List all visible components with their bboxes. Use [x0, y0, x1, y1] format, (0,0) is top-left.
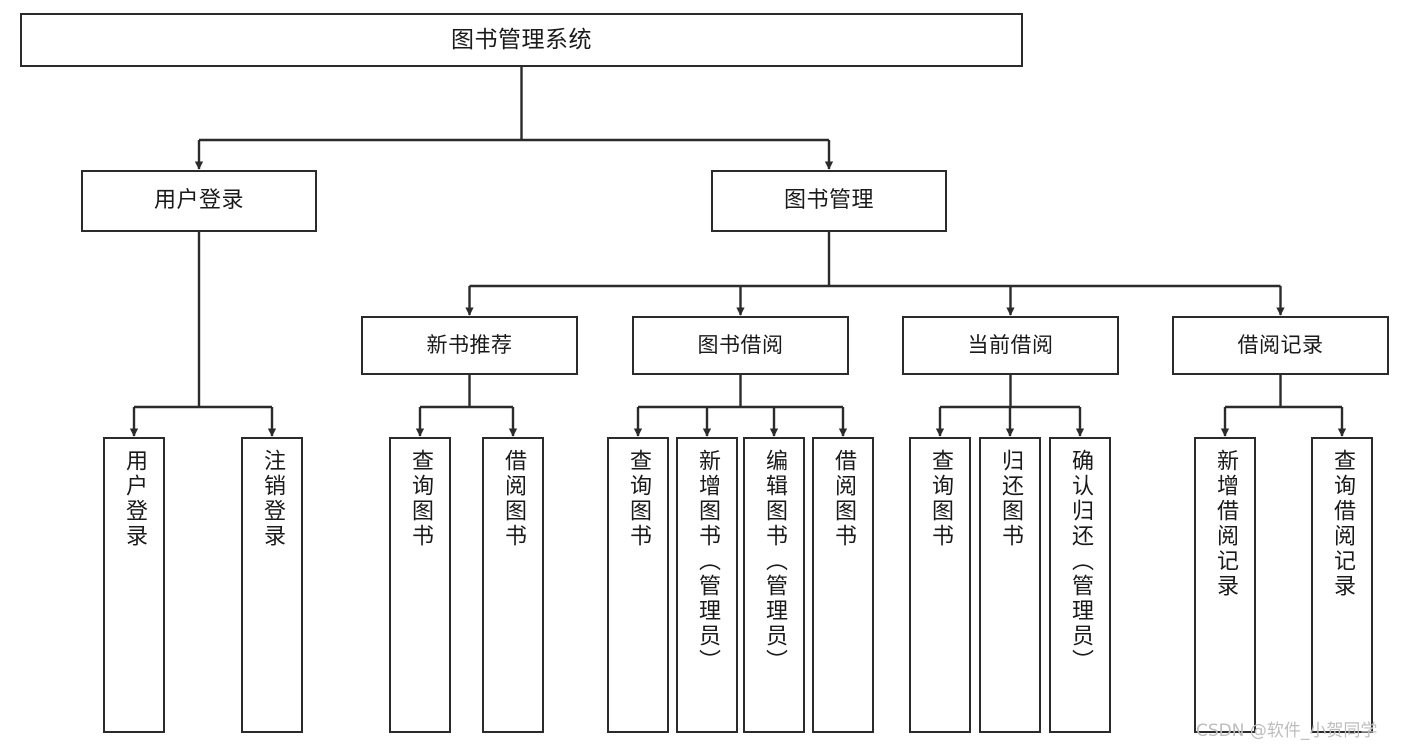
- node-label: 当前借阅: [967, 333, 1054, 358]
- node-leaf-1[interactable]: 用户登录: [103, 437, 165, 733]
- node-label: 确认归还（管理员）: [1068, 449, 1093, 674]
- node-label: 查询图书: [928, 449, 953, 549]
- node-label: 用户登录: [122, 449, 147, 549]
- node-label: 归还图书: [998, 449, 1023, 549]
- node-label: 注销登录: [260, 449, 285, 549]
- node-label: 新增借阅记录: [1213, 449, 1238, 599]
- node-leaf-2[interactable]: 注销登录: [241, 437, 303, 733]
- node-label: 查询图书: [408, 449, 433, 549]
- node-label: 查询借阅记录: [1330, 449, 1355, 599]
- node-label: 图书管理: [783, 188, 874, 214]
- node-leaf-5[interactable]: 查询图书: [607, 437, 669, 733]
- node-leaf-7[interactable]: 编辑图书（管理员）: [743, 437, 805, 733]
- node-leaf-9[interactable]: 查询图书: [909, 437, 971, 733]
- node-label: 新增图书（管理员）: [695, 449, 720, 674]
- node-cur-borrow[interactable]: 当前借阅: [902, 316, 1119, 375]
- node-leaf-11[interactable]: 确认归还（管理员）: [1049, 437, 1111, 733]
- node-leaf-3[interactable]: 查询图书: [389, 437, 451, 733]
- node-label: 借阅记录: [1237, 333, 1324, 358]
- node-root[interactable]: 图书管理系统: [20, 13, 1023, 67]
- node-label: 借阅图书: [501, 449, 526, 549]
- node-label: 图书管理系统: [451, 26, 592, 53]
- node-leaf-8[interactable]: 借阅图书: [812, 437, 874, 733]
- node-book-mgmt[interactable]: 图书管理: [711, 170, 947, 232]
- node-book-borrow[interactable]: 图书借阅: [632, 316, 849, 375]
- node-borrow-rec[interactable]: 借阅记录: [1172, 316, 1389, 375]
- node-label: 新书推荐: [426, 333, 513, 358]
- node-leaf-6[interactable]: 新增图书（管理员）: [676, 437, 738, 733]
- node-leaf-13[interactable]: 查询借阅记录: [1311, 437, 1373, 733]
- node-new-book-rec[interactable]: 新书推荐: [361, 316, 578, 375]
- node-leaf-10[interactable]: 归还图书: [979, 437, 1041, 733]
- node-label: 用户登录: [153, 188, 244, 214]
- node-user-login[interactable]: 用户登录: [81, 170, 317, 232]
- node-label: 图书借阅: [697, 333, 784, 358]
- node-label: 查询图书: [626, 449, 651, 549]
- node-leaf-12[interactable]: 新增借阅记录: [1194, 437, 1256, 733]
- node-label: 编辑图书（管理员）: [762, 449, 787, 674]
- watermark: CSDN @软件_小贺同学: [1196, 721, 1378, 741]
- node-leaf-4[interactable]: 借阅图书: [482, 437, 544, 733]
- node-label: 借阅图书: [831, 449, 856, 549]
